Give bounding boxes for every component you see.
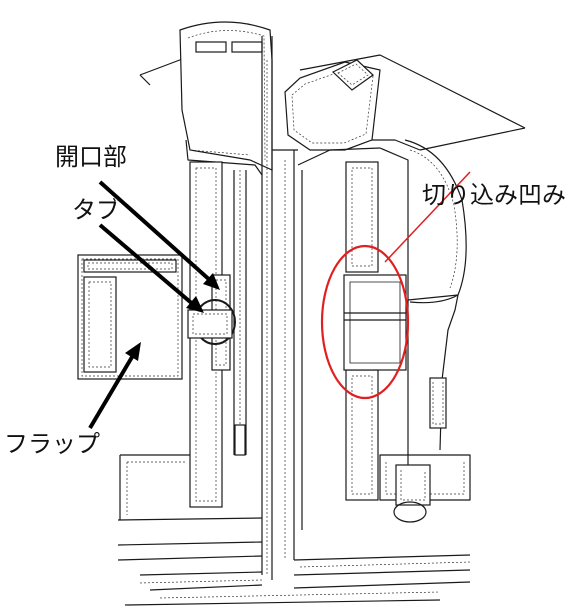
arrow-tab xyxy=(98,223,197,308)
right-strips xyxy=(343,161,407,501)
right-body xyxy=(297,147,471,530)
arrowhead-opening xyxy=(203,273,220,290)
notch-ellipse xyxy=(320,244,410,400)
sleeve-curve xyxy=(404,139,467,304)
center-placket xyxy=(261,36,298,580)
zipper xyxy=(233,170,247,456)
arrow-flap xyxy=(88,350,137,430)
hem xyxy=(117,454,471,606)
label-opening: 開口部 xyxy=(55,143,127,171)
notch-highlight xyxy=(320,171,471,400)
arrowhead-tab xyxy=(186,296,204,313)
notch-leader xyxy=(384,171,471,263)
label-tab: タブ xyxy=(72,196,120,224)
left-collar xyxy=(179,21,273,176)
label-flap: フラップ xyxy=(4,430,100,458)
label-notch: 切り込み凹み xyxy=(422,181,566,209)
callout-arrows xyxy=(88,180,220,430)
tab-ring xyxy=(187,299,236,345)
arrowhead-flap xyxy=(125,342,141,361)
arrow-opening xyxy=(98,180,214,284)
right-collar xyxy=(284,59,381,151)
belt-loop xyxy=(393,464,431,523)
